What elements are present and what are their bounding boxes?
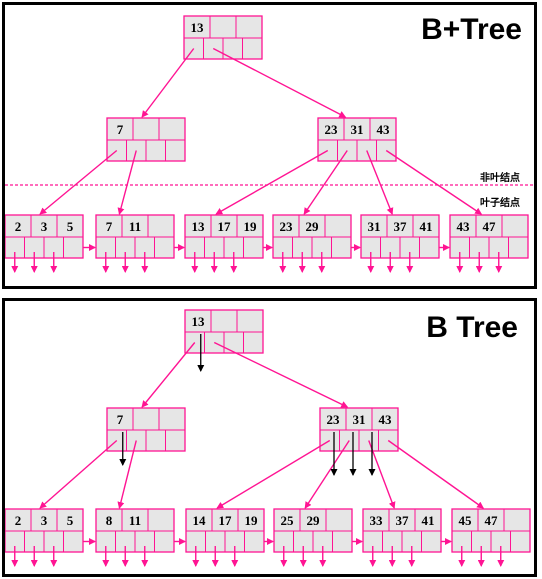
node-key: 29: [307, 513, 321, 528]
node-key: 23: [280, 219, 294, 234]
child-pointer-arrow: [304, 440, 350, 509]
node-key: 41: [420, 219, 433, 234]
node-key: 23: [325, 122, 339, 137]
node-key: 33: [370, 513, 384, 528]
leaf-node: 14 17 19: [185, 508, 265, 553]
node-key: 31: [351, 122, 364, 137]
node-key: 31: [368, 219, 381, 234]
leaf-node: 13 17 19: [184, 214, 264, 259]
node-key: 47: [485, 513, 499, 528]
leaf-node: 8 11: [95, 508, 175, 553]
node-key: 45: [459, 513, 473, 528]
node-key: 31: [353, 412, 366, 427]
node-key: 19: [244, 219, 258, 234]
node-key: 13: [192, 314, 206, 329]
bplus-title: B+Tree: [421, 13, 522, 46]
child-pointer-arrow: [385, 149, 483, 215]
node-key: 43: [377, 122, 391, 137]
child-pointer-arrow: [213, 341, 349, 408]
child-pointer-arrow: [117, 440, 137, 509]
leaf-node: 23 29: [272, 214, 352, 259]
leaf-node: 7 11: [95, 214, 175, 259]
leaf-node: 33 37 41: [362, 508, 442, 553]
leaf-label: 叶子结点: [480, 198, 520, 209]
root-node: 13: [184, 309, 264, 354]
node-key: 5: [67, 513, 74, 528]
node-key: 37: [396, 513, 410, 528]
internal-node: 23 31 43: [317, 117, 397, 162]
leaf-node: 2 3 5: [5, 214, 84, 259]
leaf-node: 31 37 41: [360, 214, 440, 259]
leaf-node: 25 29: [273, 508, 353, 553]
node-key: 43: [379, 412, 393, 427]
btree-title: B Tree: [426, 311, 518, 344]
child-pointer-arrow: [387, 439, 485, 509]
child-pointer-arrow: [212, 47, 347, 118]
child-pointer-arrow: [368, 440, 396, 509]
root-node: 13: [183, 15, 263, 60]
leaf-node: 43 47: [449, 214, 529, 259]
internal-node: 7: [106, 407, 186, 452]
child-pointer-arrow: [117, 150, 137, 215]
node-key: 37: [394, 219, 408, 234]
child-pointer-arrow: [141, 48, 195, 118]
node-key: 17: [219, 513, 233, 528]
internal-node: 23 31 43: [319, 407, 399, 452]
node-key: 2: [15, 219, 22, 234]
node-key: 47: [483, 219, 497, 234]
node-key: 7: [117, 412, 124, 427]
node-key: 25: [281, 513, 295, 528]
node-key: 2: [15, 513, 22, 528]
node-key: 11: [129, 219, 141, 234]
node-key: 14: [193, 513, 207, 528]
child-pointer-arrow: [216, 439, 331, 509]
node-key: 19: [245, 513, 259, 528]
nonleaf-label: 非叶结点: [480, 173, 520, 184]
leaf-node: 45 47: [451, 508, 531, 553]
child-pointer-arrow: [366, 150, 394, 215]
node-key: 23: [327, 412, 341, 427]
node-key: 29: [306, 219, 320, 234]
node-key: 5: [67, 219, 74, 234]
internal-node: 7: [106, 117, 186, 162]
leaf-node: 2 3 5: [5, 508, 84, 553]
node-key: 11: [129, 513, 141, 528]
node-key: 13: [191, 20, 205, 35]
node-key: 17: [218, 219, 232, 234]
child-pointer-arrow: [39, 439, 118, 509]
node-key: 43: [457, 219, 471, 234]
node-key: 3: [41, 219, 48, 234]
node-key: 41: [422, 513, 435, 528]
child-pointer-arrow: [215, 149, 329, 215]
node-key: 8: [106, 513, 113, 528]
node-key: 7: [117, 122, 124, 137]
child-pointer-arrow: [141, 342, 196, 408]
child-pointer-arrow: [303, 150, 348, 215]
node-key: 7: [106, 219, 113, 234]
node-key: 3: [41, 513, 48, 528]
node-key: 13: [192, 219, 206, 234]
child-pointer-arrow: [39, 149, 118, 215]
